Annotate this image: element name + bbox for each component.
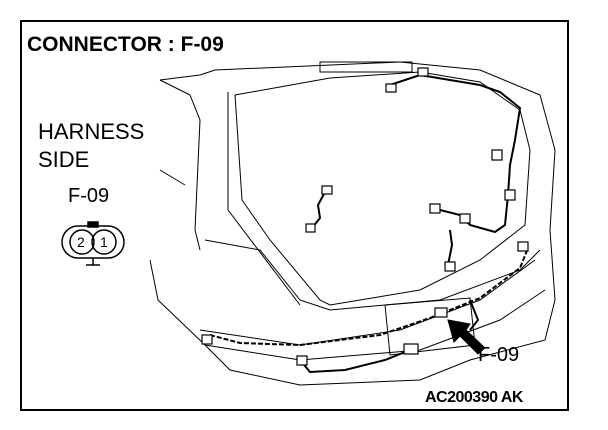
figure-code: AC200390 AK bbox=[425, 389, 523, 406]
rear-window bbox=[234, 71, 531, 306]
diagram-frame bbox=[20, 20, 569, 411]
harness-label-line1: HARNESS bbox=[38, 119, 145, 144]
diagram-title: CONNECTOR : F-09 bbox=[27, 33, 224, 56]
connector-id-label: F-09 bbox=[68, 185, 110, 207]
wiring-harness-lower bbox=[209, 247, 529, 347]
harness-side-label: HARNESS SIDE bbox=[38, 118, 144, 174]
connector-face-icon: 2 1 bbox=[61, 221, 125, 266]
callout-arrow bbox=[447, 319, 486, 355]
body-outline bbox=[149, 61, 556, 386]
pin-1: 1 bbox=[100, 234, 108, 250]
harness-label-line2: SIDE bbox=[38, 147, 90, 172]
callout-label: F-09 bbox=[478, 344, 520, 366]
wiring-harness-upper bbox=[419, 74, 522, 234]
connectors bbox=[201, 67, 529, 366]
pin-2: 2 bbox=[77, 234, 85, 250]
high-mount-stop-lamp bbox=[319, 61, 413, 73]
connector-f09-location bbox=[434, 307, 448, 318]
